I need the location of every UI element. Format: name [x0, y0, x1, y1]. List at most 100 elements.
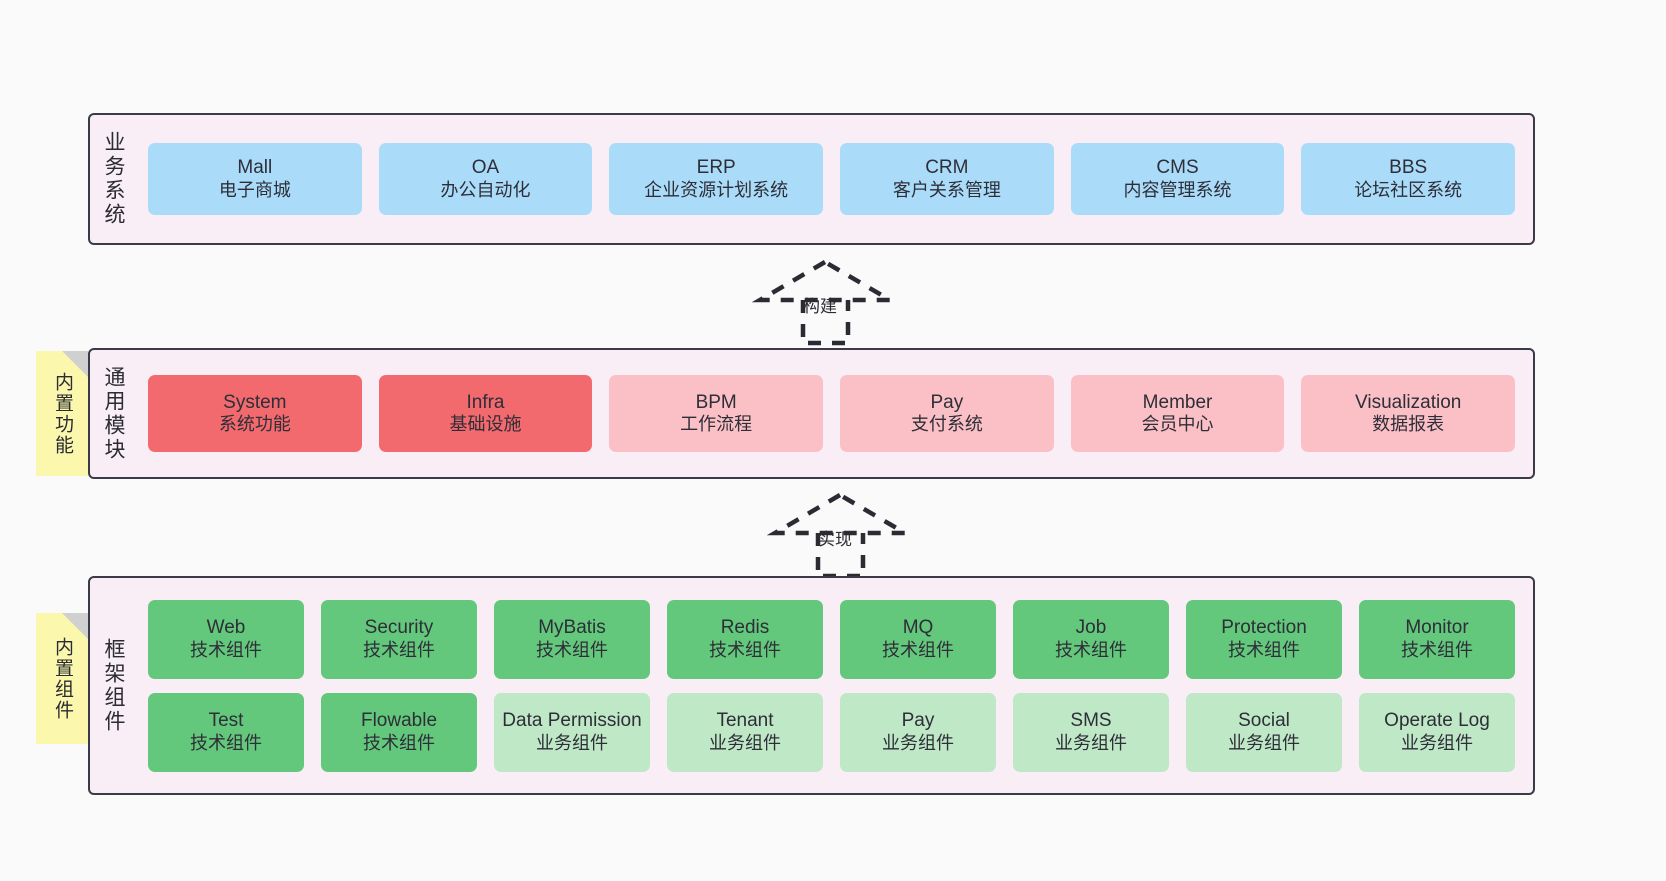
connector-build: 构建: [745, 256, 935, 351]
card-row: Web 技术组件 Security 技术组件 MyBatis 技术组件 Redi…: [148, 599, 1515, 679]
card-crm[interactable]: CRM 客户关系管理: [840, 143, 1054, 215]
card-title-en: Protection: [1221, 617, 1307, 639]
card-title-en: Visualization: [1355, 391, 1462, 413]
card-title-cn: 技术组件: [1401, 639, 1473, 660]
connector-implement: 实现: [760, 489, 950, 584]
card-title-en: Web: [206, 617, 246, 639]
card-infra[interactable]: Infra 基础设施: [378, 375, 593, 452]
card-title-cn: 业务组件: [536, 732, 608, 753]
layer-title-framework-components: 框架组件: [102, 637, 126, 734]
card-title-cn: 企业资源计划系统: [644, 179, 789, 200]
layer-title-common-modules: 通用模块: [102, 365, 126, 462]
card-system[interactable]: System 系统功能: [148, 375, 362, 452]
card-bbs[interactable]: BBS 论坛社区系统: [1301, 143, 1516, 215]
card-title-cn: 电子商城: [218, 179, 291, 200]
card-mq[interactable]: MQ 技术组件: [840, 599, 996, 679]
card-pay[interactable]: Pay 支付系统: [840, 375, 1054, 452]
card-social[interactable]: Social 业务组件: [1186, 692, 1342, 772]
card-mybatis[interactable]: MyBatis 技术组件: [494, 599, 650, 679]
card-cms[interactable]: CMS 内容管理系统: [1070, 143, 1285, 215]
card-test[interactable]: Test 技术组件: [148, 692, 304, 772]
card-title-cn: 技术组件: [882, 639, 954, 660]
card-title-cn: 技术组件: [190, 732, 262, 753]
layer-body-business-systems: Mall 电子商城 OA 办公自动化 ERP 企业资源计划系统 CRM 客户关系…: [136, 115, 1533, 243]
card-title-cn: 系统功能: [218, 414, 291, 435]
card-title-cn: 支付系统: [910, 414, 983, 435]
card-title-cn: 业务组件: [1401, 732, 1473, 753]
card-title-cn: 技术组件: [363, 639, 435, 660]
card-title-en: Social: [1238, 710, 1290, 732]
card-erp[interactable]: ERP 企业资源计划系统: [609, 143, 824, 215]
generalization-arrow-icon: [766, 492, 914, 579]
card-title-en: Data Permission: [502, 710, 642, 732]
card-visualization[interactable]: Visualization 数据报表: [1301, 375, 1516, 452]
card-title-cn: 客户关系管理: [892, 179, 1001, 200]
card-protection[interactable]: Protection 技术组件: [1186, 599, 1342, 679]
note-label: 内置组件: [51, 636, 73, 721]
card-data-permission[interactable]: Data Permission 业务组件: [494, 692, 650, 772]
card-title-cn: 技术组件: [1228, 639, 1300, 660]
card-title-en: System: [223, 391, 287, 413]
layer-body-framework-components: Web 技术组件 Security 技术组件 MyBatis 技术组件 Redi…: [136, 578, 1533, 793]
card-title-en: Monitor: [1405, 617, 1469, 639]
card-title-cn: 基础设施: [449, 414, 522, 435]
card-title-en: Pay: [901, 710, 935, 732]
layer-framework-components: 框架组件 Web 技术组件 Security 技术组件 MyBatis 技术组件…: [88, 576, 1535, 795]
connector-label-implement: 实现: [818, 530, 852, 549]
note-builtin-component: 内置组件: [36, 613, 88, 744]
card-title-cn: 数据报表: [1372, 414, 1445, 435]
card-title-cn: 技术组件: [1055, 639, 1127, 660]
card-title-cn: 技术组件: [536, 639, 608, 660]
card-title-en: MyBatis: [538, 617, 606, 639]
card-member[interactable]: Member 会员中心: [1070, 375, 1285, 452]
card-operate-log[interactable]: Operate Log 业务组件: [1359, 692, 1515, 772]
card-flowable[interactable]: Flowable 技术组件: [321, 692, 477, 772]
card-mall[interactable]: Mall 电子商城: [148, 143, 362, 215]
card-title-en: ERP: [696, 157, 736, 179]
card-title-en: Mall: [237, 157, 273, 179]
card-title-cn: 工作流程: [680, 414, 753, 435]
card-web[interactable]: Web 技术组件: [148, 599, 304, 679]
card-title-en: Tenant: [716, 710, 774, 732]
card-bpm[interactable]: BPM 工作流程: [609, 375, 824, 452]
card-row: Mall 电子商城 OA 办公自动化 ERP 企业资源计划系统 CRM 客户关系…: [148, 143, 1516, 215]
card-job[interactable]: Job 技术组件: [1013, 599, 1169, 679]
generalization-arrow-icon: [751, 259, 899, 346]
card-title-en: Test: [208, 710, 244, 732]
note-fold-icon: [62, 351, 88, 377]
card-title-cn: 业务组件: [709, 732, 781, 753]
card-title-cn: 办公自动化: [440, 179, 531, 200]
card-title-en: Redis: [720, 617, 770, 639]
layer-common-modules: 通用模块 System 系统功能 Infra 基础设施 BPM 工作流程 Pay…: [88, 348, 1535, 479]
card-oa[interactable]: OA 办公自动化: [378, 143, 593, 215]
card-title-cn: 内容管理系统: [1123, 179, 1232, 200]
card-title-cn: 业务组件: [1055, 732, 1127, 753]
card-title-en: MQ: [902, 617, 934, 639]
card-sms[interactable]: SMS 业务组件: [1013, 692, 1169, 772]
card-title-en: SMS: [1070, 710, 1112, 732]
card-title-cn: 业务组件: [882, 732, 954, 753]
card-row: Test 技术组件 Flowable 技术组件 Data Permission …: [148, 692, 1515, 772]
card-title-en: Job: [1075, 617, 1107, 639]
card-security[interactable]: Security 技术组件: [321, 599, 477, 679]
card-title-cn: 技术组件: [190, 639, 262, 660]
card-pay-component[interactable]: Pay 业务组件: [840, 692, 996, 772]
card-redis[interactable]: Redis 技术组件: [667, 599, 823, 679]
card-title-en: CMS: [1156, 157, 1199, 179]
card-tenant[interactable]: Tenant 业务组件: [667, 692, 823, 772]
layer-title-business-systems: 业务系统: [102, 131, 126, 227]
card-title-en: CRM: [925, 157, 969, 179]
card-row: System 系统功能 Infra 基础设施 BPM 工作流程 Pay 支付系统…: [148, 375, 1516, 452]
connector-label-build: 构建: [803, 297, 837, 316]
card-title-en: Operate Log: [1384, 710, 1490, 732]
card-title-cn: 论坛社区系统: [1354, 179, 1463, 200]
card-title-en: Flowable: [360, 710, 438, 732]
card-title-en: BPM: [695, 391, 737, 413]
card-monitor[interactable]: Monitor 技术组件: [1359, 599, 1515, 679]
card-title-cn: 技术组件: [363, 732, 435, 753]
note-label: 内置功能: [51, 371, 73, 456]
card-title-en: Security: [364, 617, 434, 639]
card-title-cn: 会员中心: [1141, 414, 1214, 435]
card-title-en: Pay: [930, 391, 964, 413]
note-builtin-function: 内置功能: [36, 351, 88, 476]
